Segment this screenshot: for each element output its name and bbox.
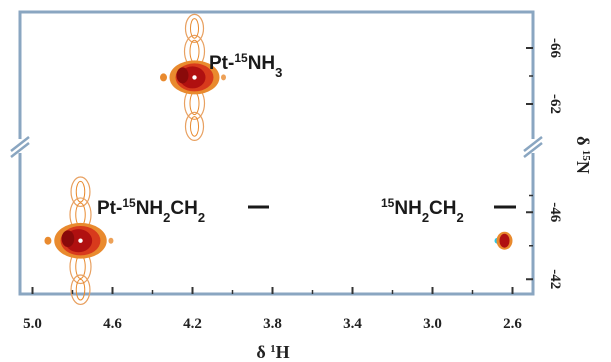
y-axis-title: δ 15N (573, 136, 593, 174)
peak-label-label-main: NH (136, 198, 163, 219)
x-axis-title: δ 1H (256, 342, 289, 362)
x-tick-label: 2.6 (503, 316, 522, 332)
peak-label-label-sub2: 2 (457, 210, 464, 225)
peak-center (192, 75, 197, 80)
x-tick-label: 4.6 (103, 316, 122, 332)
contour-lobe-inner (75, 180, 86, 203)
peak-core (499, 233, 510, 248)
peak-label: 15NH2CH2 (381, 196, 464, 225)
peak-label-label-tail: CH (170, 198, 197, 219)
peak-shade (176, 67, 189, 84)
peaks-layer (44, 13, 513, 306)
x-axis-title-nucleus: H (276, 342, 290, 362)
y-axis-title-nucleus: N (573, 161, 593, 174)
satellite-dot (160, 73, 167, 82)
axis-break-mark (523, 142, 543, 158)
y-tick-label: -66 (547, 38, 563, 58)
contour-lobe-inner (189, 116, 200, 137)
peak-label-label-tail: CH (429, 198, 456, 219)
x-tick-label: 4.2 (183, 316, 202, 332)
satellite-dot (44, 236, 52, 245)
x-tick-label: 3.4 (343, 316, 362, 332)
axis-break-mark (10, 136, 30, 152)
peak-label-label-sup: 15 (381, 196, 395, 210)
peak-label-label-pre: Pt- (97, 198, 122, 219)
axis-break-mark (523, 136, 543, 152)
contour-lobe-inner (75, 278, 86, 301)
contour-lobe (184, 111, 205, 142)
peak-label-label-main: NH (394, 198, 421, 219)
peak-label-label-sub: 3 (275, 65, 282, 80)
y-tick-label: -46 (547, 202, 563, 222)
y-tick-label: -42 (547, 269, 563, 289)
contour-lobe-inner (189, 39, 200, 64)
peak-center (78, 238, 83, 243)
axis-break-gap (524, 139, 542, 153)
peak-label-label-main: NH (248, 53, 275, 74)
x-tick-label: 3.8 (263, 316, 282, 332)
peak-label-label-sup: 15 (234, 51, 248, 65)
contour-lobe (70, 176, 91, 208)
x-tick-label: 3.0 (423, 316, 442, 332)
satellite-dot (108, 237, 114, 244)
peak-shade (61, 230, 75, 248)
peak-label: Pt-15NH2CH2 (97, 196, 205, 225)
peak-label-label-sup: 15 (122, 196, 136, 210)
contour-lobe (184, 13, 205, 43)
axis-break-mark (10, 142, 30, 158)
peak-label-label-sub2: 2 (198, 210, 205, 225)
x-tick-label: 5.0 (23, 316, 42, 332)
peak-label-label-sub: 2 (422, 210, 429, 225)
satellite-dot (221, 74, 226, 81)
axis-break-gap (11, 139, 29, 153)
x-axis-title-sup: 1 (270, 343, 276, 355)
contour-lobe-inner (189, 18, 200, 39)
y-axis-title-sup: 15 (580, 150, 592, 162)
peak-label-label-pre: Pt- (209, 53, 234, 74)
peak-label: Pt-15NH3 (209, 51, 282, 80)
y-tick-label: -62 (547, 94, 563, 114)
x-axis-title-delta: δ (256, 342, 270, 362)
y-axis-title-delta: δ (573, 136, 593, 150)
axis-layer (10, 47, 543, 294)
contour-lobe-inner (189, 91, 200, 116)
contour-lobe (70, 274, 91, 306)
peak-label-label-sub: 2 (163, 210, 170, 225)
labels-layer: 5.0 4.6 4.2 3.8 3.4 3.0 2.6 δ 1H -66 -62 -46 -42 δ 1… (23, 38, 593, 362)
